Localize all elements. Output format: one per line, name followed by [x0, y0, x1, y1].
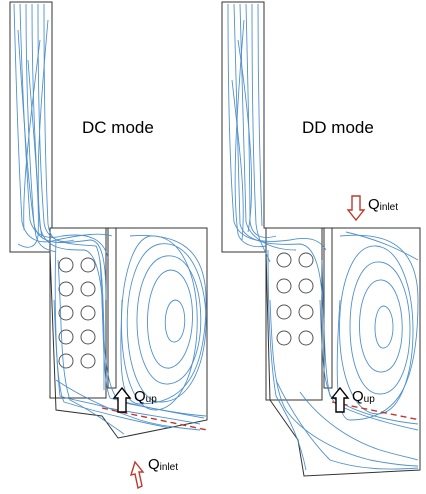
dc-tube: [80, 329, 96, 345]
dc-tube: [58, 257, 74, 273]
dd-outlet-line: [331, 401, 421, 421]
dc-qinlet-subscript: inlet: [159, 462, 179, 473]
dd-mode-label: DD mode: [302, 118, 374, 137]
dd-tube: [276, 330, 292, 346]
dd-tube: [298, 278, 314, 294]
dc-qinlet-label: Qinlet: [148, 456, 178, 473]
dc-tube: [58, 281, 74, 297]
dd-tube: [298, 252, 314, 268]
dd-tubes: [276, 252, 314, 346]
dc-qup-symbol: Q: [134, 388, 146, 405]
dc-qup-label: Qup: [134, 388, 157, 405]
dc-tube: [58, 305, 74, 321]
dd-qup-symbol: Q: [352, 388, 364, 405]
dd-baffle: [323, 227, 333, 389]
dd-domain-outline: [221, 1, 421, 477]
dd-panel: [221, 1, 421, 477]
dd-qup-label: Qup: [352, 388, 375, 405]
dd-tube: [276, 304, 292, 320]
dd-tube-bank-box: [265, 227, 323, 401]
dc-domain-outline: [9, 1, 208, 439]
dc-tube-bank-box: [49, 227, 107, 399]
dd-streamlines: [227, 3, 419, 471]
dc-tube: [58, 353, 74, 369]
dc-tube: [58, 329, 74, 345]
dd-qup-subscript: up: [363, 394, 375, 405]
dd-qup-arrow: [330, 386, 350, 413]
dc-outlet-line: [101, 407, 208, 431]
dc-tubes: [58, 257, 96, 369]
dd-qinlet-subscript: inlet: [379, 202, 399, 213]
dc-tube: [80, 281, 96, 297]
dd-qinlet-symbol: Q: [368, 196, 380, 213]
dc-tube: [80, 257, 96, 273]
dc-tube: [80, 305, 96, 321]
dc-qup-subscript: up: [145, 394, 157, 405]
dd-tube: [276, 252, 292, 268]
dd-qinlet-arrow: [346, 195, 366, 222]
dd-tube: [276, 278, 292, 294]
dd-tube: [298, 304, 314, 320]
dc-baffle: [107, 227, 117, 389]
dc-qinlet-symbol: Q: [148, 456, 160, 473]
dc-panel: [9, 1, 208, 490]
dd-qinlet-label: Qinlet: [368, 196, 398, 213]
dc-tube: [80, 353, 96, 369]
dd-tube: [298, 330, 314, 346]
dc-qinlet-arrow: [129, 460, 145, 490]
dc-qup-arrow: [112, 386, 132, 413]
dc-mode-label: DC mode: [82, 118, 154, 137]
